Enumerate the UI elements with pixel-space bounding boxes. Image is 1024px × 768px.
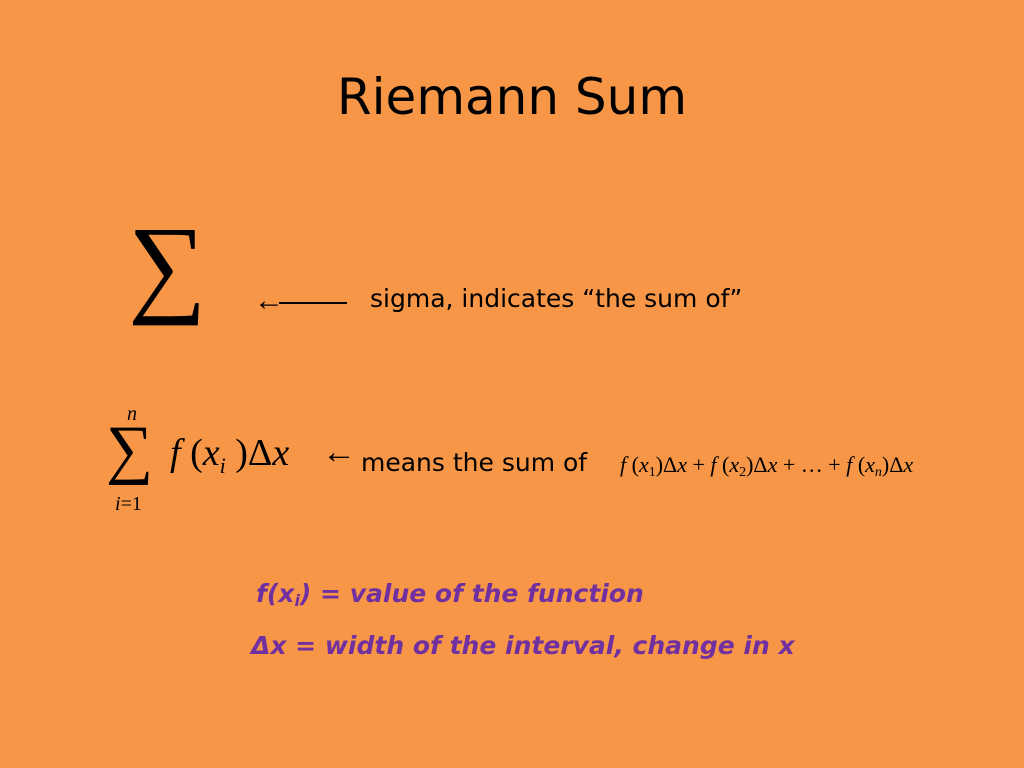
summand-expression: f (xi )Δx bbox=[170, 430, 290, 478]
term2-x: x bbox=[729, 452, 740, 477]
term1-close: )Δ bbox=[655, 452, 678, 477]
term3-close: )Δ bbox=[881, 452, 904, 477]
function-value-definition: f(xi) = value of the function bbox=[256, 578, 644, 610]
summation-lower-limit: i=1 bbox=[115, 492, 142, 516]
left-arrow-icon: ← bbox=[254, 286, 347, 316]
expr-close: ) bbox=[225, 432, 248, 474]
expr-f: f bbox=[170, 432, 181, 474]
sum-expansion: f (x1)Δx + f (x2)Δx + … + f (xn)Δx bbox=[620, 450, 913, 480]
arrow-shaft bbox=[279, 302, 347, 304]
term3-x: x bbox=[865, 452, 875, 477]
lower-index: i bbox=[115, 493, 121, 515]
sigma-description: sigma, indicates “the sum of” bbox=[370, 284, 743, 313]
term1-x: x bbox=[638, 452, 649, 477]
summation-upper-limit: n bbox=[127, 403, 137, 425]
term1-open: ( bbox=[626, 452, 639, 477]
sigma-symbol: ∑ bbox=[128, 204, 207, 326]
term2-open: ( bbox=[716, 452, 730, 477]
term1-dx: x bbox=[677, 452, 687, 477]
def1-suffix: ) = value of the function bbox=[299, 579, 644, 608]
term1-f: f bbox=[620, 452, 627, 477]
term1-sub: 1 bbox=[648, 465, 656, 480]
term3-dx: x bbox=[903, 452, 914, 477]
term3-open: ( bbox=[852, 452, 866, 477]
expr-dx: x bbox=[272, 432, 290, 474]
term3-sub: n bbox=[874, 465, 882, 480]
expr-x: x bbox=[202, 432, 220, 474]
slide-title: Riemann Sum bbox=[336, 68, 688, 126]
left-arrow-icon-2: ← bbox=[322, 434, 356, 471]
term3-f: f bbox=[846, 452, 853, 477]
term2-f: f bbox=[710, 452, 717, 477]
arrow-head: ← bbox=[254, 284, 284, 317]
plus-2: + … + bbox=[777, 452, 847, 477]
lower-start: 1 bbox=[131, 493, 142, 515]
term2-dx: x bbox=[767, 452, 778, 477]
interval-width-definition: Δx = width of the interval, change in x bbox=[251, 631, 795, 660]
def1-prefix: f(x bbox=[256, 579, 295, 608]
expr-delta: Δ bbox=[247, 432, 273, 474]
term2-close: )Δ bbox=[746, 452, 768, 477]
expr-sub: i bbox=[219, 453, 226, 478]
plus-1: + bbox=[686, 452, 711, 477]
def1-sub: i bbox=[294, 591, 300, 610]
expr-open: ( bbox=[180, 432, 203, 474]
lower-eq: = bbox=[120, 493, 132, 515]
term2-sub: 2 bbox=[739, 465, 747, 480]
means-text: means the sum of bbox=[361, 448, 588, 477]
summation-symbol: ∑ bbox=[106, 413, 154, 486]
